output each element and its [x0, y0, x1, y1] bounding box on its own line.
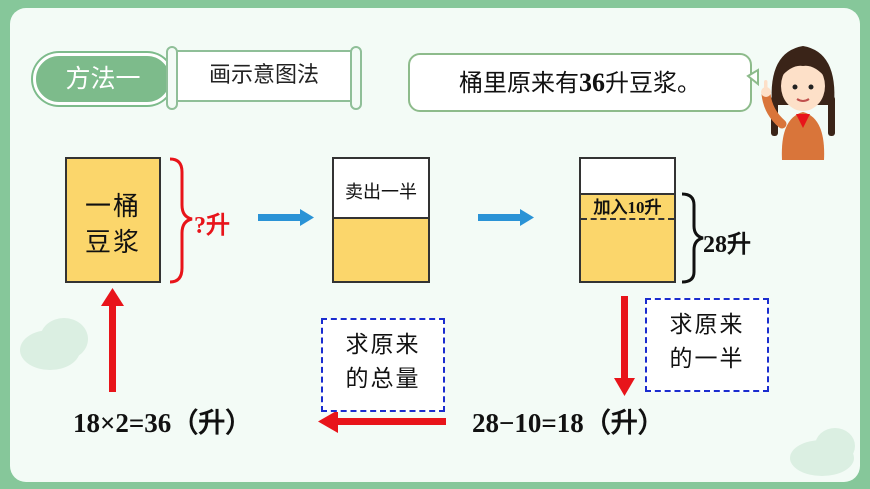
speech-number: 36 [579, 68, 605, 97]
unknown-volume-label: ?升 [194, 213, 230, 239]
red-arrow-down [614, 296, 635, 396]
speech-text-before: 桶里原来有 [459, 69, 579, 97]
blue-arrow-right [478, 209, 534, 226]
cloud-decoration [815, 428, 855, 464]
equation-half: 28−10=18（升） [472, 408, 665, 438]
sold-half-label: 卖出一半 [345, 182, 417, 203]
add-ten-label: 加入10升 [593, 198, 662, 217]
result-volume-brace [681, 192, 704, 284]
unknown-volume-brace [169, 157, 193, 284]
speech-text-after: 升豆浆。 [605, 69, 701, 97]
equation-total: 18×2=36（升） [73, 408, 253, 438]
cloud-decoration [40, 318, 88, 360]
find-half-box: 求原来 的一半 [645, 298, 769, 392]
bucket-label-line1: 一桶 [84, 192, 141, 222]
added-portion-divider [581, 218, 674, 220]
red-arrow-up [101, 288, 124, 392]
method-name-scroll: 画示意图法 [166, 46, 362, 110]
find-total-box: 求原来 的总量 [321, 318, 445, 412]
find-half-line2: 的一半 [669, 346, 745, 372]
after-adding-empty-area [581, 159, 674, 195]
soy-milk-bucket [65, 157, 161, 283]
find-total-line2: 的总量 [345, 366, 421, 392]
red-arrow-left [318, 410, 446, 433]
sold-half-empty-area [334, 159, 428, 219]
find-total-line1: 求原来 [345, 332, 421, 358]
blue-arrow-right [258, 209, 314, 226]
method-badge: 方法一 [33, 53, 173, 105]
find-half-line1: 求原来 [669, 312, 745, 338]
speech-bubble: 桶里原来有36升豆浆。 [408, 53, 752, 112]
result-volume-label: 28升 [703, 232, 751, 258]
bucket-label-line2: 豆浆 [84, 228, 141, 258]
